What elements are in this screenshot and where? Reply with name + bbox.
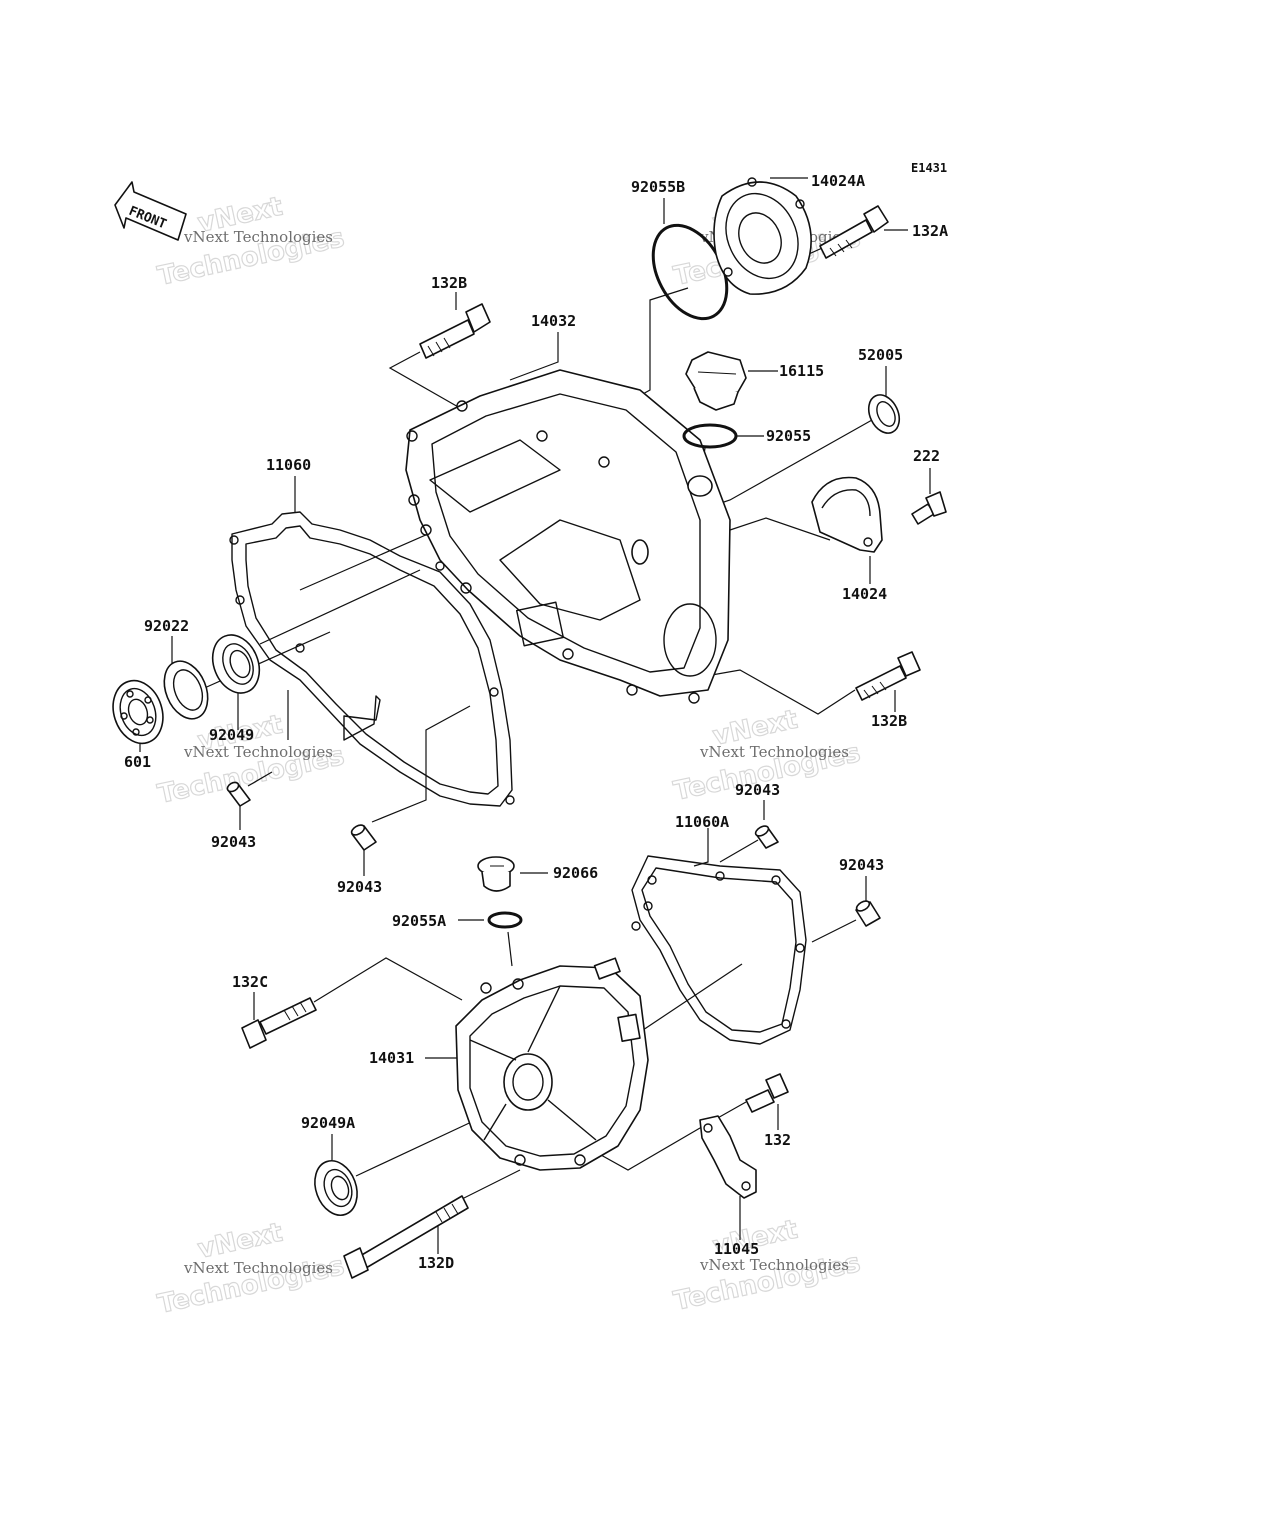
dowel-92043-d-icon [855, 900, 881, 927]
oil-seal-92049A-icon [314, 1160, 358, 1216]
label-11045: 11045 [714, 1240, 759, 1258]
cap-14024-icon [811, 476, 883, 553]
oil-seal-92049-icon [211, 634, 261, 694]
dowel-92043-a-icon [226, 781, 251, 807]
label-92055B: 92055B [631, 178, 685, 196]
label-92043-d: 92043 [839, 856, 884, 874]
label-132B-mid: 132B [871, 712, 907, 730]
screw-222-icon [911, 491, 947, 525]
label-132D: 132D [418, 1254, 454, 1272]
label-132C: 132C [232, 973, 268, 991]
svg-text:vNext Technologies: vNext Technologies [183, 1259, 333, 1277]
label-92066: 92066 [553, 864, 598, 882]
label-132B-top: 132B [431, 274, 467, 292]
label-11060A: 11060A [675, 813, 729, 831]
label-16115: 16115 [779, 362, 824, 380]
dowel-92043-b-icon [350, 824, 377, 851]
gasket-11060A-icon [631, 855, 807, 1045]
bearing-601-icon [112, 679, 164, 745]
washer-92022-icon [163, 660, 209, 720]
label-92022: 92022 [144, 617, 189, 635]
plug-92066-icon [477, 856, 515, 892]
front-arrow-icon: FRONT [114, 181, 187, 241]
label-92055A: 92055A [392, 912, 446, 930]
label-52005: 52005 [858, 346, 903, 364]
svg-text:vNext Technologies: vNext Technologies [699, 1256, 849, 1274]
bracket-11045-icon [699, 1115, 757, 1199]
watermark-top-left: vNext Technologies vNext Technologies [155, 191, 348, 292]
bolt-132A-icon [819, 205, 889, 259]
bolt-132C-icon [241, 997, 317, 1049]
label-92049: 92049 [209, 726, 254, 744]
svg-text:vNext Technologies: vNext Technologies [183, 228, 333, 246]
label-92043-b: 92043 [337, 878, 382, 896]
bolt-132B-mid-icon [855, 651, 921, 701]
filler-cap-16115-icon [685, 351, 747, 411]
bolt-132D-icon [343, 1195, 469, 1279]
label-14024A: 14024A [811, 172, 865, 190]
watermark-mid-left: vNext Technologies vNext Technologies [155, 709, 348, 810]
cover-14032-icon [405, 369, 731, 704]
watermark-bottom-right: vNext Technologies vNext Technologies [671, 1214, 864, 1317]
label-92055: 92055 [766, 427, 811, 445]
label-92049A: 92049A [301, 1114, 355, 1132]
label-92043-a: 92043 [211, 833, 256, 851]
bolt-132B-top-icon [419, 303, 491, 359]
o-ring-92055A-icon [487, 911, 523, 929]
svg-text:vNext: vNext [195, 1218, 285, 1265]
svg-text:vNext Technologies: vNext Technologies [183, 743, 333, 761]
diagram-code: E1431 [911, 161, 947, 175]
svg-text:vNext Technologies: vNext Technologies [699, 743, 849, 761]
cover-14031-icon [455, 957, 649, 1171]
label-132A: 132A [912, 222, 948, 240]
o-ring-92055-icon [682, 423, 738, 449]
label-11060: 11060 [266, 456, 311, 474]
label-132: 132 [764, 1131, 791, 1149]
label-14024: 14024 [842, 585, 887, 603]
dowel-92043-c-icon [754, 825, 779, 849]
label-14032: 14032 [531, 312, 576, 330]
seal-52005-icon [867, 394, 901, 434]
gasket-11060-icon [229, 511, 515, 807]
cover-14024A-icon [713, 177, 812, 295]
label-601: 601 [124, 753, 151, 771]
label-14031: 14031 [369, 1049, 414, 1067]
label-222: 222 [913, 447, 940, 465]
watermark-bottom-left: vNext Technologies vNext Technologies [155, 1217, 348, 1320]
label-92043-c: 92043 [735, 781, 780, 799]
bolt-132-icon [745, 1073, 789, 1113]
